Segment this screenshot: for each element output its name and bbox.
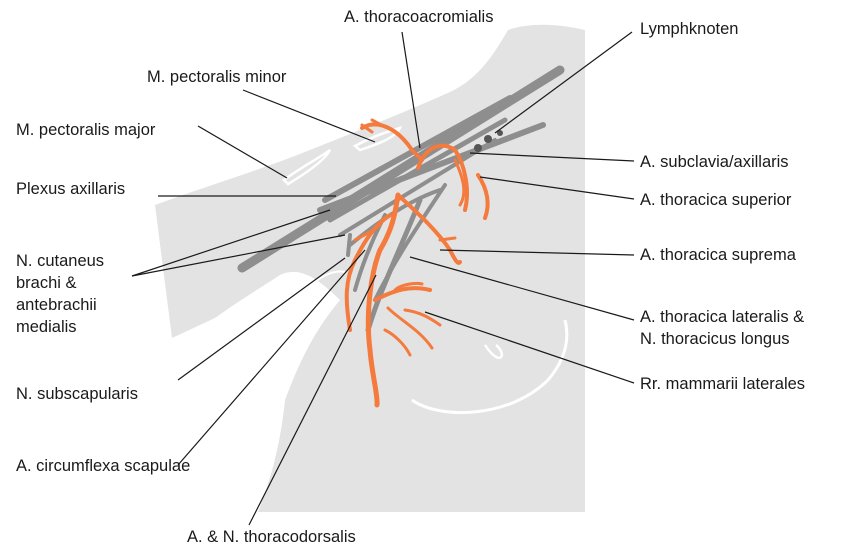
label-line: brachi & — [16, 272, 104, 294]
label-lymphknoten: Lymphknoten — [640, 18, 738, 40]
label-thoracica-suprema: A. thoracica suprema — [640, 244, 796, 266]
label-thoracica-superior: A. thoracica superior — [640, 189, 791, 211]
label-thoracodorsalis: A. & N. thoracodorsalis — [187, 526, 356, 548]
label-line: N. cutaneus — [16, 250, 104, 272]
label-mammarii: Rr. mammarii laterales — [640, 373, 805, 395]
label-pectoralis-minor: M. pectoralis minor — [147, 66, 286, 88]
label-circumflexa: A. circumflexa scapulae — [16, 455, 190, 477]
lymph-node — [484, 135, 492, 143]
label-plexus-axillaris: Plexus axillaris — [16, 178, 125, 200]
label-line: antebrachii — [16, 294, 104, 316]
label-subscapularis: N. subscapularis — [16, 383, 138, 405]
label-line: N. thoracicus longus — [640, 328, 804, 350]
label-cutaneus-brachi: N. cutaneus brachi & antebrachii mediali… — [16, 250, 104, 338]
label-pectoralis-major: M. pectoralis major — [16, 119, 155, 141]
label-line: A. thoracica lateralis & — [640, 306, 804, 328]
label-thoracoacromialis: A. thoracoacromialis — [344, 6, 493, 28]
label-subclavia: A. subclavia/axillaris — [640, 151, 789, 173]
label-thoracica-lateralis: A. thoracica lateralis & N. thoracicus l… — [640, 306, 804, 350]
label-line: medialis — [16, 316, 104, 338]
lymph-node — [474, 144, 482, 152]
